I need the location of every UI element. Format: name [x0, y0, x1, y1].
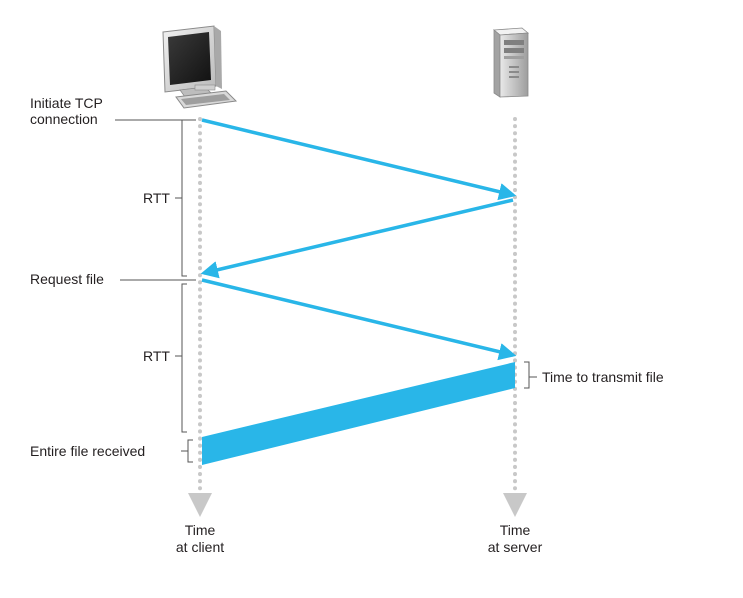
client-time-label-line2: at client [176, 539, 224, 555]
rtt-first-label: RTT [143, 190, 170, 206]
request-arrow [201, 278, 517, 361]
rtt-bracket-second [181, 283, 187, 433]
initiate-connection-label-line1: Initiate TCP [30, 95, 103, 111]
rtt-second-label: RTT [143, 348, 170, 364]
server-time-label-line1: Time [500, 522, 531, 538]
desktop-computer-icon [162, 25, 238, 109]
transmit-time-bracket [524, 361, 530, 389]
syn-arrow [201, 118, 517, 201]
entire-file-label: Entire file received [30, 443, 145, 459]
server-time-label-line2: at server [488, 539, 543, 555]
synack-arrow [200, 198, 514, 279]
initiate-connection-label-line2: connection [30, 111, 98, 127]
request-file-label: Request file [30, 271, 104, 287]
file-transfer-band [202, 362, 515, 465]
rtt-bracket-first [181, 119, 187, 277]
file-received-bracket [187, 439, 193, 463]
client-time-label-line1: Time [185, 522, 216, 538]
transmit-time-label: Time to transmit file [542, 369, 664, 385]
server-tower-icon [492, 27, 530, 98]
